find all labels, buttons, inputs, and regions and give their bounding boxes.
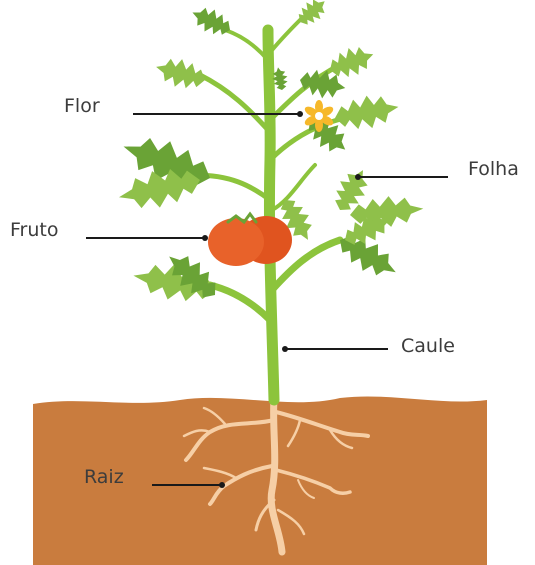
flower-icon xyxy=(303,100,335,132)
leader-raiz-dot xyxy=(219,482,225,488)
label-fruto: Fruto xyxy=(10,219,58,241)
label-raiz: Raiz xyxy=(84,466,124,488)
tomato-fruit xyxy=(208,214,292,266)
leader-folha-dot xyxy=(355,174,361,180)
leader-caule-dot xyxy=(282,346,288,352)
label-caule: Caule xyxy=(401,335,455,357)
leader-flor-dot xyxy=(297,111,303,117)
label-folha: Folha xyxy=(468,158,519,180)
leader-fruto-dot xyxy=(202,235,208,241)
label-flor: Flor xyxy=(64,95,100,117)
